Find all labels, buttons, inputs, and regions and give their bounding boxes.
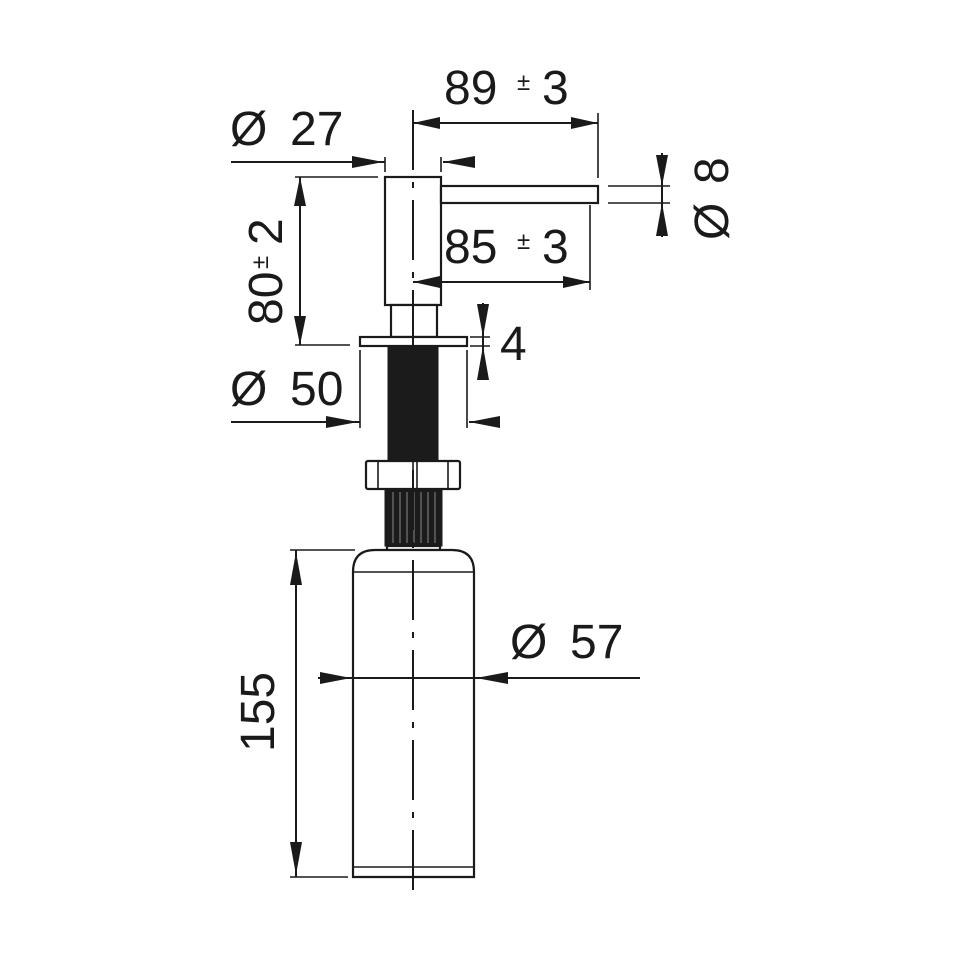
dim-label: 155 <box>232 672 285 752</box>
dim-symbol: Ø <box>230 103 267 156</box>
dim-spout-reach-outer: 89 ± 3 <box>413 62 599 178</box>
dim-symbol: Ø <box>230 363 267 416</box>
dim-flange-thickness: 4 <box>470 303 527 380</box>
dim-flange-diameter: Ø 50 <box>230 350 500 428</box>
dim-bottle-height: 155 <box>232 549 355 878</box>
dim-label: 50 <box>290 363 343 416</box>
tolerance-symbol: ± <box>247 256 274 269</box>
dim-label: 8 <box>686 157 739 184</box>
dim-symbol: Ø <box>686 203 739 240</box>
tolerance-symbol: ± <box>517 228 530 255</box>
dim-label: 57 <box>570 616 623 669</box>
dim-spout-diameter: Ø 8 <box>608 153 739 240</box>
dim-label: 80 <box>240 272 293 325</box>
tolerance-value: 3 <box>542 221 569 274</box>
dim-bottle-diameter: Ø 57 <box>318 616 640 684</box>
dim-head-diameter: Ø 27 <box>230 103 475 172</box>
dim-label: 27 <box>290 103 343 156</box>
dim-head-height: 80 ± 2 <box>240 176 378 346</box>
dim-spout-reach-inner: 85 ± 3 <box>413 205 591 290</box>
dim-label: 85 <box>444 221 497 274</box>
dim-label: 4 <box>500 318 527 371</box>
dim-symbol: Ø <box>510 616 547 669</box>
tolerance-symbol: ± <box>517 69 530 96</box>
tolerance-value: 3 <box>542 62 569 115</box>
tolerance-value: 2 <box>240 218 293 245</box>
dim-label: 89 <box>444 62 497 115</box>
